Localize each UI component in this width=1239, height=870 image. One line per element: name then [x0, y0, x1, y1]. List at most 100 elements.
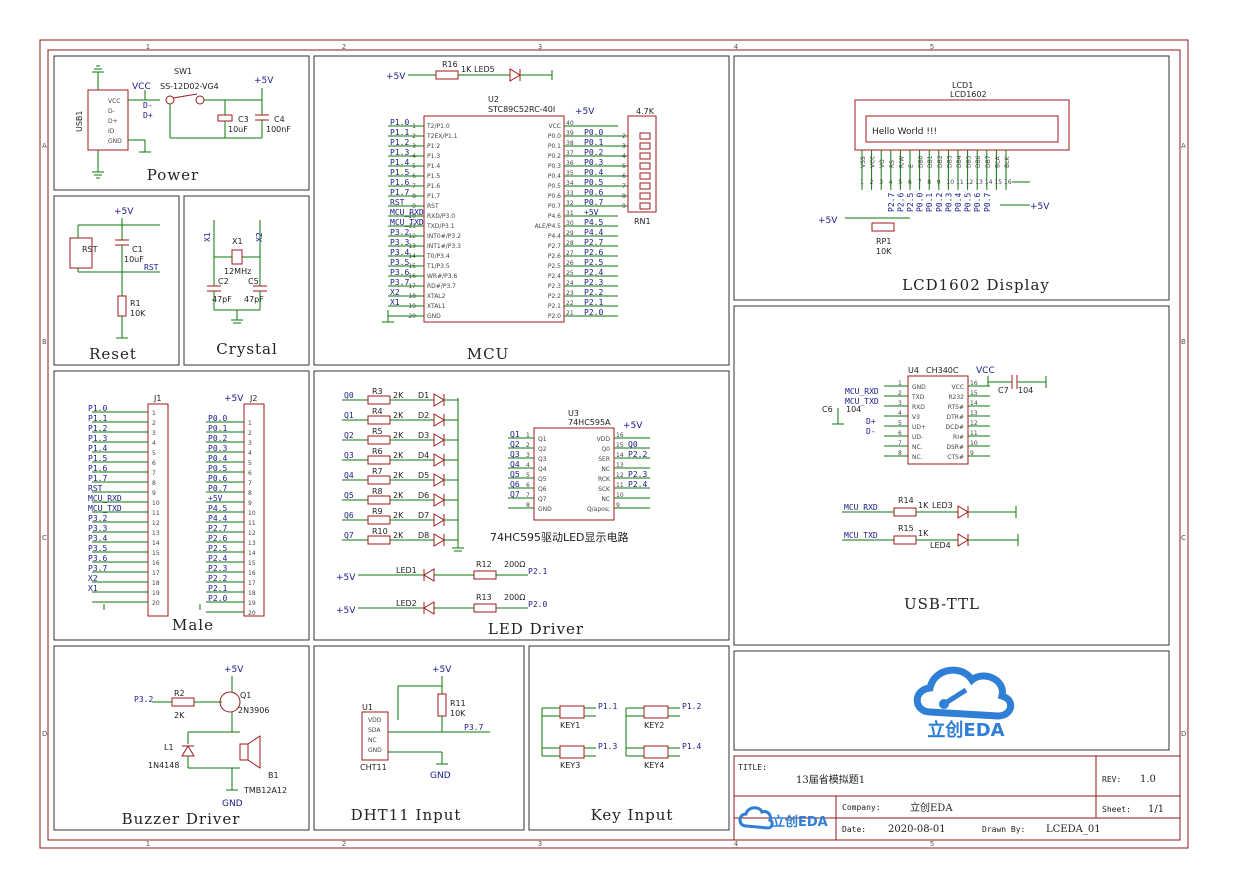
led-d-ref: D6: [418, 491, 429, 500]
led-resistor: [367, 495, 391, 505]
rp1-val: 10K: [876, 247, 892, 256]
j2-pin-num: 19: [248, 600, 256, 607]
mcu-right-net: P4.5: [584, 218, 603, 227]
mcu-left-net: P1.6: [390, 178, 409, 187]
j1-net: P3.3: [88, 524, 107, 533]
mcu-left-net: P1.2: [390, 138, 409, 147]
u3-left-num: 4: [526, 462, 530, 469]
lcd-module: [854, 99, 1070, 151]
led-r-ref: R8: [372, 487, 383, 496]
j1-pin-num: 20: [152, 600, 160, 607]
mcu-left-pin: P1.3: [427, 153, 440, 160]
mcu-right-net: P2.4: [584, 268, 603, 277]
j2-net: P0.6: [208, 474, 227, 483]
lcd-net-label: P2.5: [906, 193, 915, 212]
panel-mcu: [313, 55, 730, 366]
mcu-left-pin: T0/P3.4: [426, 253, 450, 260]
mcu-left-pin: XTAL1: [427, 303, 446, 310]
u4-right-pin: RI#: [953, 434, 964, 441]
key-net: P1.2: [682, 702, 701, 711]
j1-net: P1.0: [88, 404, 107, 413]
mcu-right-pin-num: 23: [566, 290, 574, 297]
date-value: 2020-08-01: [888, 824, 946, 835]
grid-row-left: A: [42, 142, 47, 150]
grid-col-top: 4: [734, 43, 739, 51]
mcu-left-pin: P1.6: [427, 183, 440, 190]
mcu-right-net: P2.6: [584, 248, 603, 257]
u4-ref: U4: [908, 366, 919, 375]
lcd-pin-num: 13: [975, 179, 983, 186]
j2-pin-num: 10: [248, 510, 256, 517]
l1-ref: L1: [164, 743, 174, 752]
small-cloud-icon: [738, 806, 774, 830]
drawn-label: Drawn By:: [982, 825, 1025, 834]
mcu-right-pin: P2.2: [548, 293, 561, 300]
brand-small: 立创EDA: [772, 814, 828, 830]
led5-ref: LED5: [474, 65, 495, 74]
r1-ref: R1: [130, 299, 141, 308]
u3-left-net: Q6: [510, 480, 520, 489]
r14-ref: R14: [898, 496, 914, 505]
mcu-right-pin-num: 24: [566, 280, 574, 287]
mcu-right-net: P2.2: [584, 288, 603, 297]
u4-left-pin: GND: [912, 384, 926, 391]
j1-net: P1.1: [88, 414, 107, 423]
u3-left-pin: Q3: [538, 456, 547, 463]
lcd-pin-label: VCC: [870, 156, 877, 168]
mcu-left-pin: TXD/P3.1: [426, 223, 455, 230]
grid-row-left: C: [42, 534, 47, 542]
b1-part: TMB12A12: [243, 786, 287, 795]
lcd-pin-label: DB6: [975, 155, 982, 168]
lcd-pin-label: DB3: [946, 155, 953, 168]
grid-col-top: 5: [930, 43, 934, 51]
led-r-val: 2K: [393, 431, 404, 440]
mcu-left-pin: T1/P3.5: [426, 263, 450, 270]
power-plus5: +5V: [254, 76, 274, 86]
mcu-left-net: P3.2: [390, 228, 409, 237]
j2-plus5: +5V: [224, 394, 244, 404]
u3-right-net: P2.4: [628, 480, 647, 489]
mcu-right-net: P4.4: [584, 228, 603, 237]
u4-rxd-net: MCU_RXD: [845, 387, 879, 396]
j2-pin-num: 5: [248, 460, 252, 467]
rn-resistor: [639, 152, 651, 160]
grid-col-top: 1: [146, 43, 150, 51]
led1-plus5: +5V: [336, 573, 356, 583]
u3-right-num: 16: [616, 432, 624, 439]
u3-left-net: Q7: [510, 490, 520, 499]
key-net: P1.4: [682, 742, 701, 751]
male-headers: J1 +5V J2 1P1.02P1.13P1.24P1.35P1.46P1.5…: [88, 394, 265, 617]
u3-left-net: Q2: [510, 440, 520, 449]
lcd-pin-num: 3: [879, 179, 883, 186]
x1-ref: X1: [232, 237, 243, 246]
mcu-left-pin: XTAL2: [427, 293, 446, 300]
buzzer-net: P3.2: [134, 695, 153, 704]
lcd-pin-num: 11: [956, 179, 964, 186]
lcd-pin-num: 6: [908, 179, 912, 186]
lcd-pin-label: VSS: [860, 156, 867, 168]
buzzer-plus5: +5V: [224, 665, 244, 675]
u3-left-net: Q5: [510, 470, 520, 479]
logo-text: 立创EDA: [927, 719, 1004, 741]
led-r-ref: R4: [372, 407, 383, 416]
j2-net: P2.4: [208, 554, 227, 563]
led-r-ref: R7: [372, 467, 383, 476]
j2-net: P0.2: [208, 434, 227, 443]
inner-frame: [47, 49, 1181, 841]
u4-left-pin: UD-: [912, 434, 923, 441]
mcu-right-pin: P2.0: [548, 313, 561, 320]
j2-net: P0.0: [208, 414, 227, 423]
mcu-left-net: RST: [390, 198, 405, 207]
u3-left-pin: GND: [538, 506, 552, 513]
j2-pin-num: 11: [248, 520, 256, 527]
mcu-left-net: P1.1: [390, 128, 409, 137]
mcu-right-pin: P0.1: [548, 143, 561, 150]
mcu-right-pin-num: 39: [566, 130, 574, 137]
r14-val: 1K: [918, 501, 929, 510]
j1-net: P1.3: [88, 434, 107, 443]
panel-title-dht11: DHT11 Input: [351, 806, 462, 824]
grid-row-right: C: [1181, 534, 1186, 542]
rp1-ref: RP1: [876, 237, 891, 246]
